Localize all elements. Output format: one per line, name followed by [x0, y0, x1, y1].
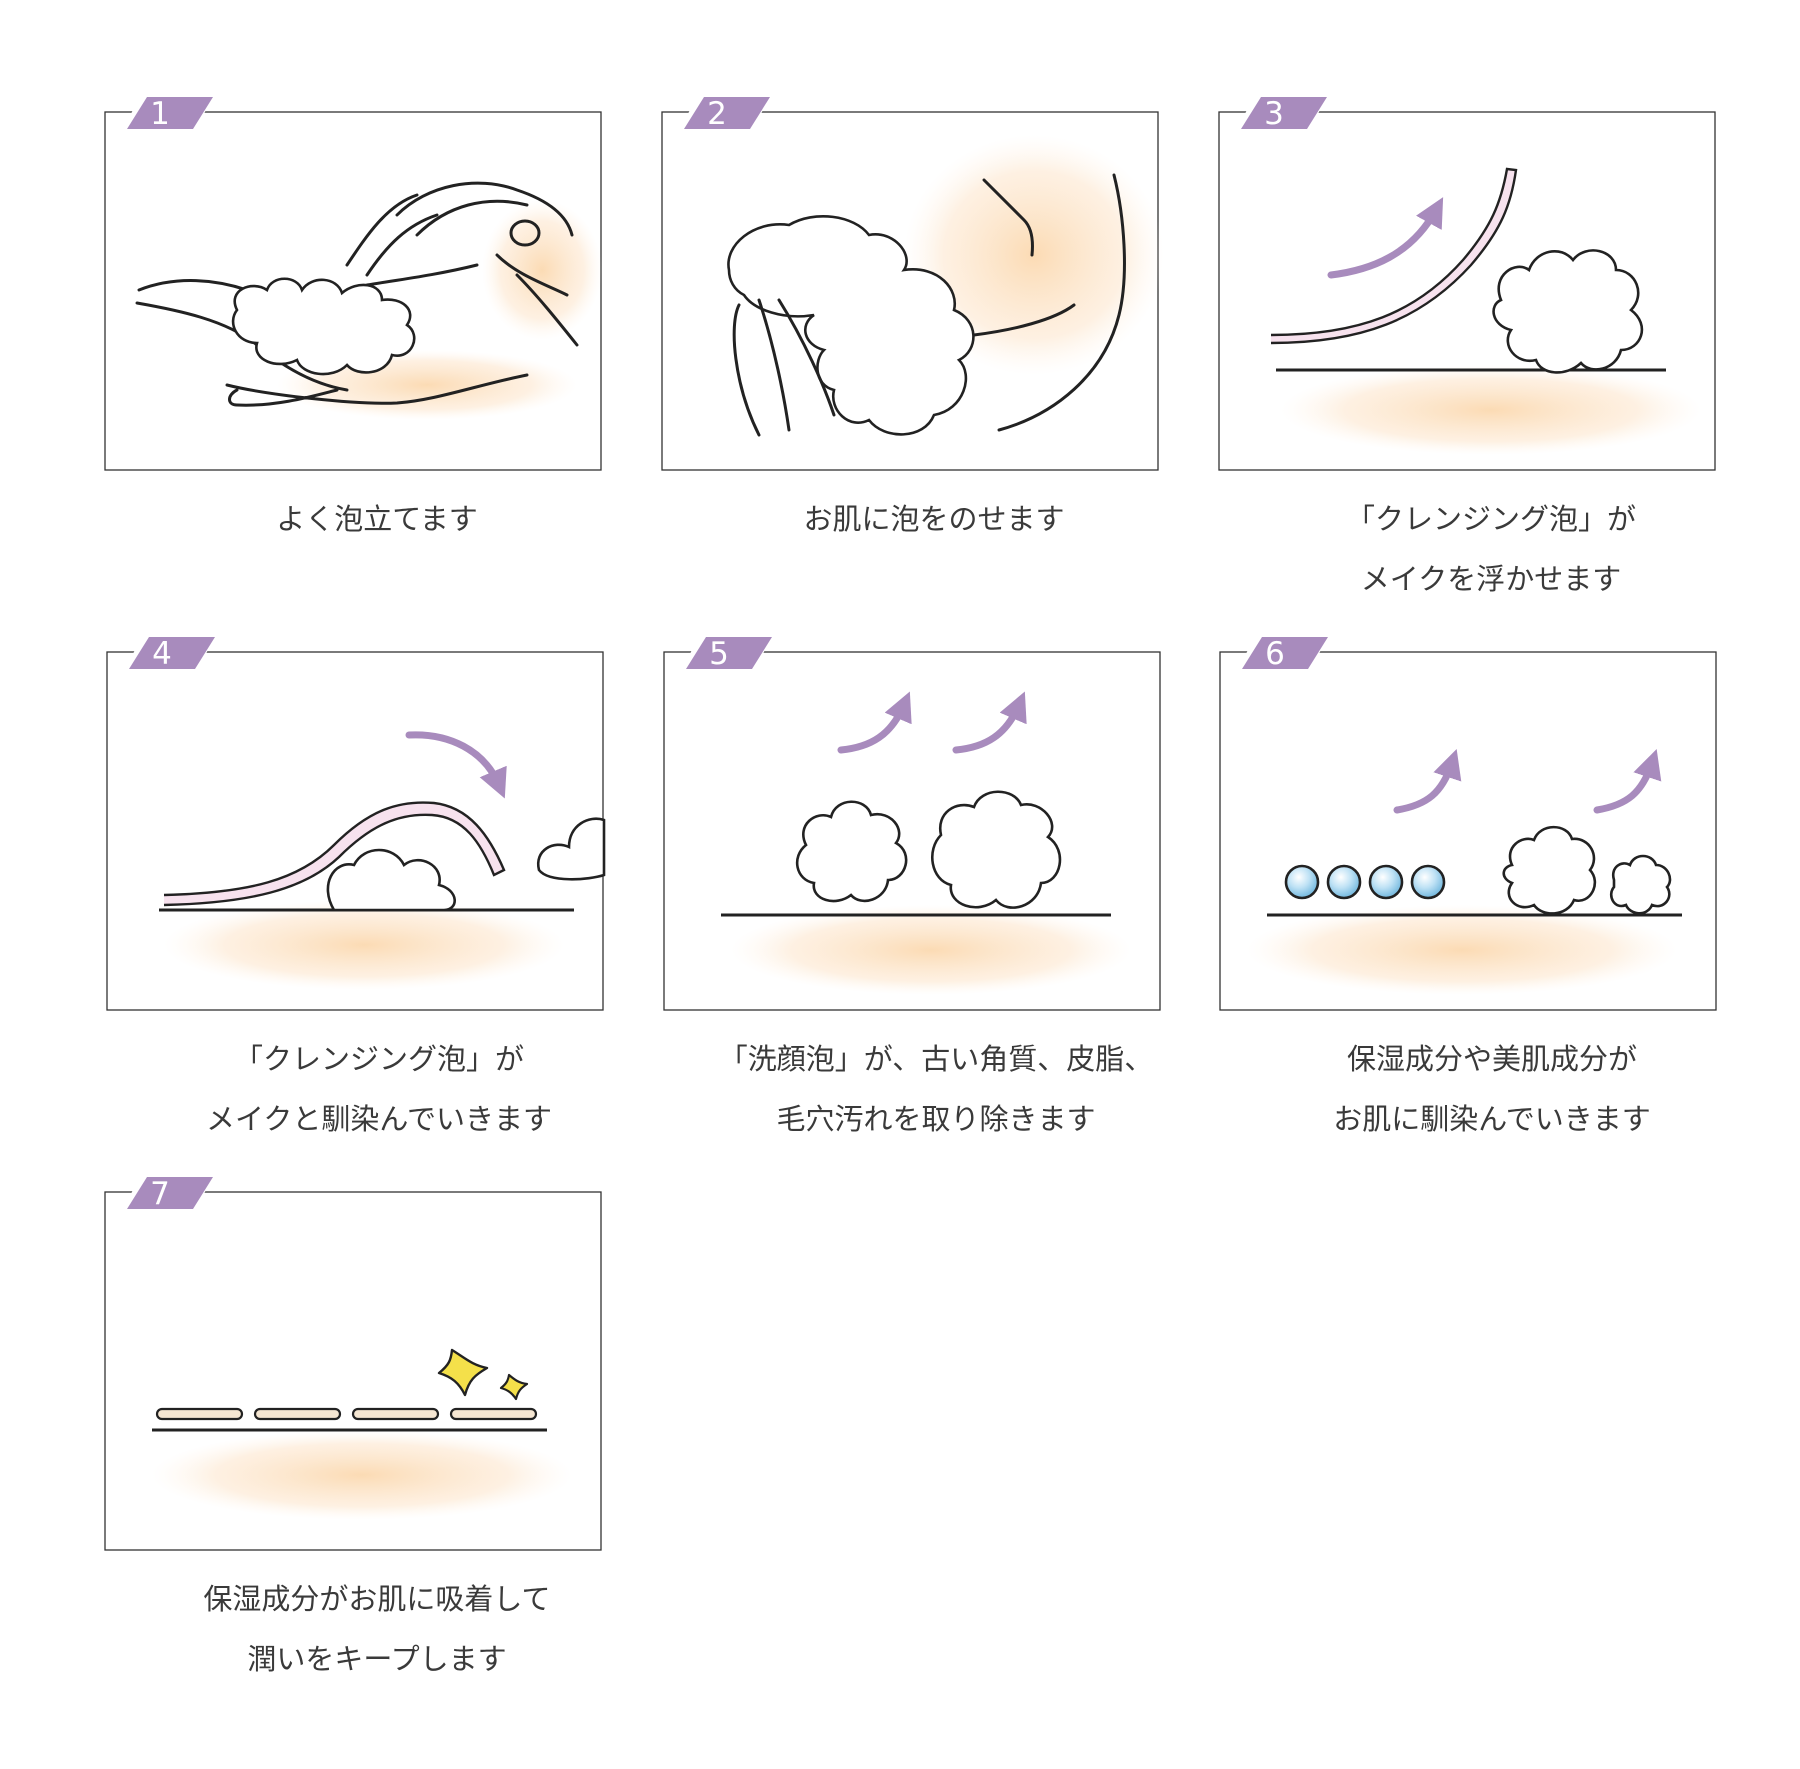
step-number: 6 [1265, 636, 1285, 672]
step-4: 4 「クレンジング泡」が メイクと馴染んでいきます [99, 625, 659, 1149]
foam-cluster [326, 848, 456, 912]
step-number: 7 [150, 1176, 170, 1212]
step-1: 1 よく泡立てます [97, 85, 657, 549]
droplet-icon [1284, 864, 1320, 900]
moisture-layer [155, 1407, 244, 1421]
step-caption: お肌に泡をのせます [654, 489, 1214, 549]
step-6-illustration: 6 [1219, 636, 1717, 1011]
foam-cluster [795, 800, 908, 903]
skin-glow [731, 905, 1131, 995]
skin-glow [1281, 365, 1701, 455]
skin-glow [1247, 905, 1677, 995]
caption-line-2: メイクを浮かせます [1360, 562, 1622, 596]
moisture-layer [253, 1407, 342, 1421]
sparkle-icon [437, 1348, 489, 1397]
makeup-film [163, 801, 506, 907]
foam-cluster [727, 214, 975, 436]
step-4-illustration: 4 [106, 636, 606, 1011]
foam-cluster [231, 277, 416, 376]
step-2-illustration: 2 [661, 96, 1164, 471]
step-7-illustration: 7 [104, 1176, 602, 1551]
step-caption: 保湿成分がお肌に吸着して 潤いをキープします [97, 1569, 657, 1689]
arrow-icon [837, 691, 912, 754]
step-caption: よく泡立てます [97, 489, 657, 549]
step-number: 4 [152, 636, 172, 672]
droplet-icon [1410, 864, 1446, 900]
arrow-icon [1393, 749, 1462, 814]
step-caption: 「洗顔泡」が、古い角質、皮脂、 毛穴汚れを取り除きます [656, 1029, 1216, 1149]
step-number: 2 [707, 96, 727, 132]
skin-glow [152, 1430, 572, 1520]
sparkle-icon [499, 1373, 529, 1401]
step-7: 7 保湿成分がお肌に吸着して 潤いをキープします [97, 1165, 657, 1689]
caption-line-1: 保湿成分や美肌成分が [1346, 1042, 1637, 1076]
step-number-tab [127, 1177, 213, 1209]
step-3-illustration: 3 [1218, 96, 1716, 471]
step-number: 3 [1264, 96, 1284, 132]
moisture-layer [351, 1407, 440, 1421]
step-1-illustration: 1 [104, 96, 602, 471]
step-caption: 保湿成分や美肌成分が お肌に馴染んでいきます [1212, 1029, 1772, 1149]
step-number-tab [127, 97, 213, 129]
caption-line-1: よく泡立てます [276, 502, 478, 536]
arrow-icon [952, 691, 1027, 754]
caption-line-2: 潤いをキープします [247, 1642, 507, 1676]
step-2: 2 お肌に泡をのせます [654, 85, 1214, 549]
arrow-icon [1327, 197, 1444, 279]
step-caption: 「クレンジング泡」が メイクと馴染んでいきます [99, 1029, 659, 1149]
moisture-layer [449, 1407, 538, 1421]
step-5-illustration: 5 [663, 636, 1161, 1011]
foam-cluster [536, 817, 606, 881]
step-5: 5 「洗顔泡」が、古い角質、皮脂、 毛穴汚れを取り除きます [656, 625, 1216, 1149]
foam-cluster [931, 790, 1062, 909]
caption-line-2: 毛穴汚れを取り除きます [776, 1102, 1096, 1136]
foam-cluster [1609, 854, 1672, 915]
step-number: 5 [709, 636, 729, 672]
caption-line-1: お肌に泡をのせます [803, 502, 1065, 536]
step-number: 1 [150, 96, 170, 132]
foam-cluster [1502, 825, 1597, 915]
skin-glow [164, 900, 564, 990]
step-caption: 「クレンジング泡」が メイクを浮かせます [1211, 489, 1771, 609]
foam-cluster [1492, 249, 1644, 374]
caption-line-2: お肌に馴染んでいきます [1333, 1102, 1651, 1136]
caption-line-1: 「洗顔泡」が、古い角質、皮脂、 [718, 1042, 1154, 1076]
step-number-tab [129, 637, 215, 669]
droplet-icon [1368, 864, 1404, 900]
step-6: 6 保湿成分や美肌成分が お肌に馴染んでいきます [1212, 625, 1772, 1149]
step-number-tab [686, 637, 772, 669]
caption-line-1: 「クレンジング泡」が [233, 1042, 524, 1076]
step-number-tab [1241, 97, 1327, 129]
step-number-tab [684, 97, 770, 129]
makeup-film [1270, 167, 1518, 345]
caption-line-1: 「クレンジング泡」が [1345, 502, 1636, 536]
caption-line-1: 保湿成分がお肌に吸着して [203, 1582, 551, 1616]
step-3: 3 「クレンジング泡」が メイクを浮かせます [1211, 85, 1771, 609]
droplet-icon [1326, 864, 1362, 900]
step-number-tab [1242, 637, 1328, 669]
caption-line-2: メイクと馴染んでいきます [206, 1102, 552, 1136]
arrow-icon [1593, 749, 1662, 814]
arrow-icon [405, 731, 507, 799]
